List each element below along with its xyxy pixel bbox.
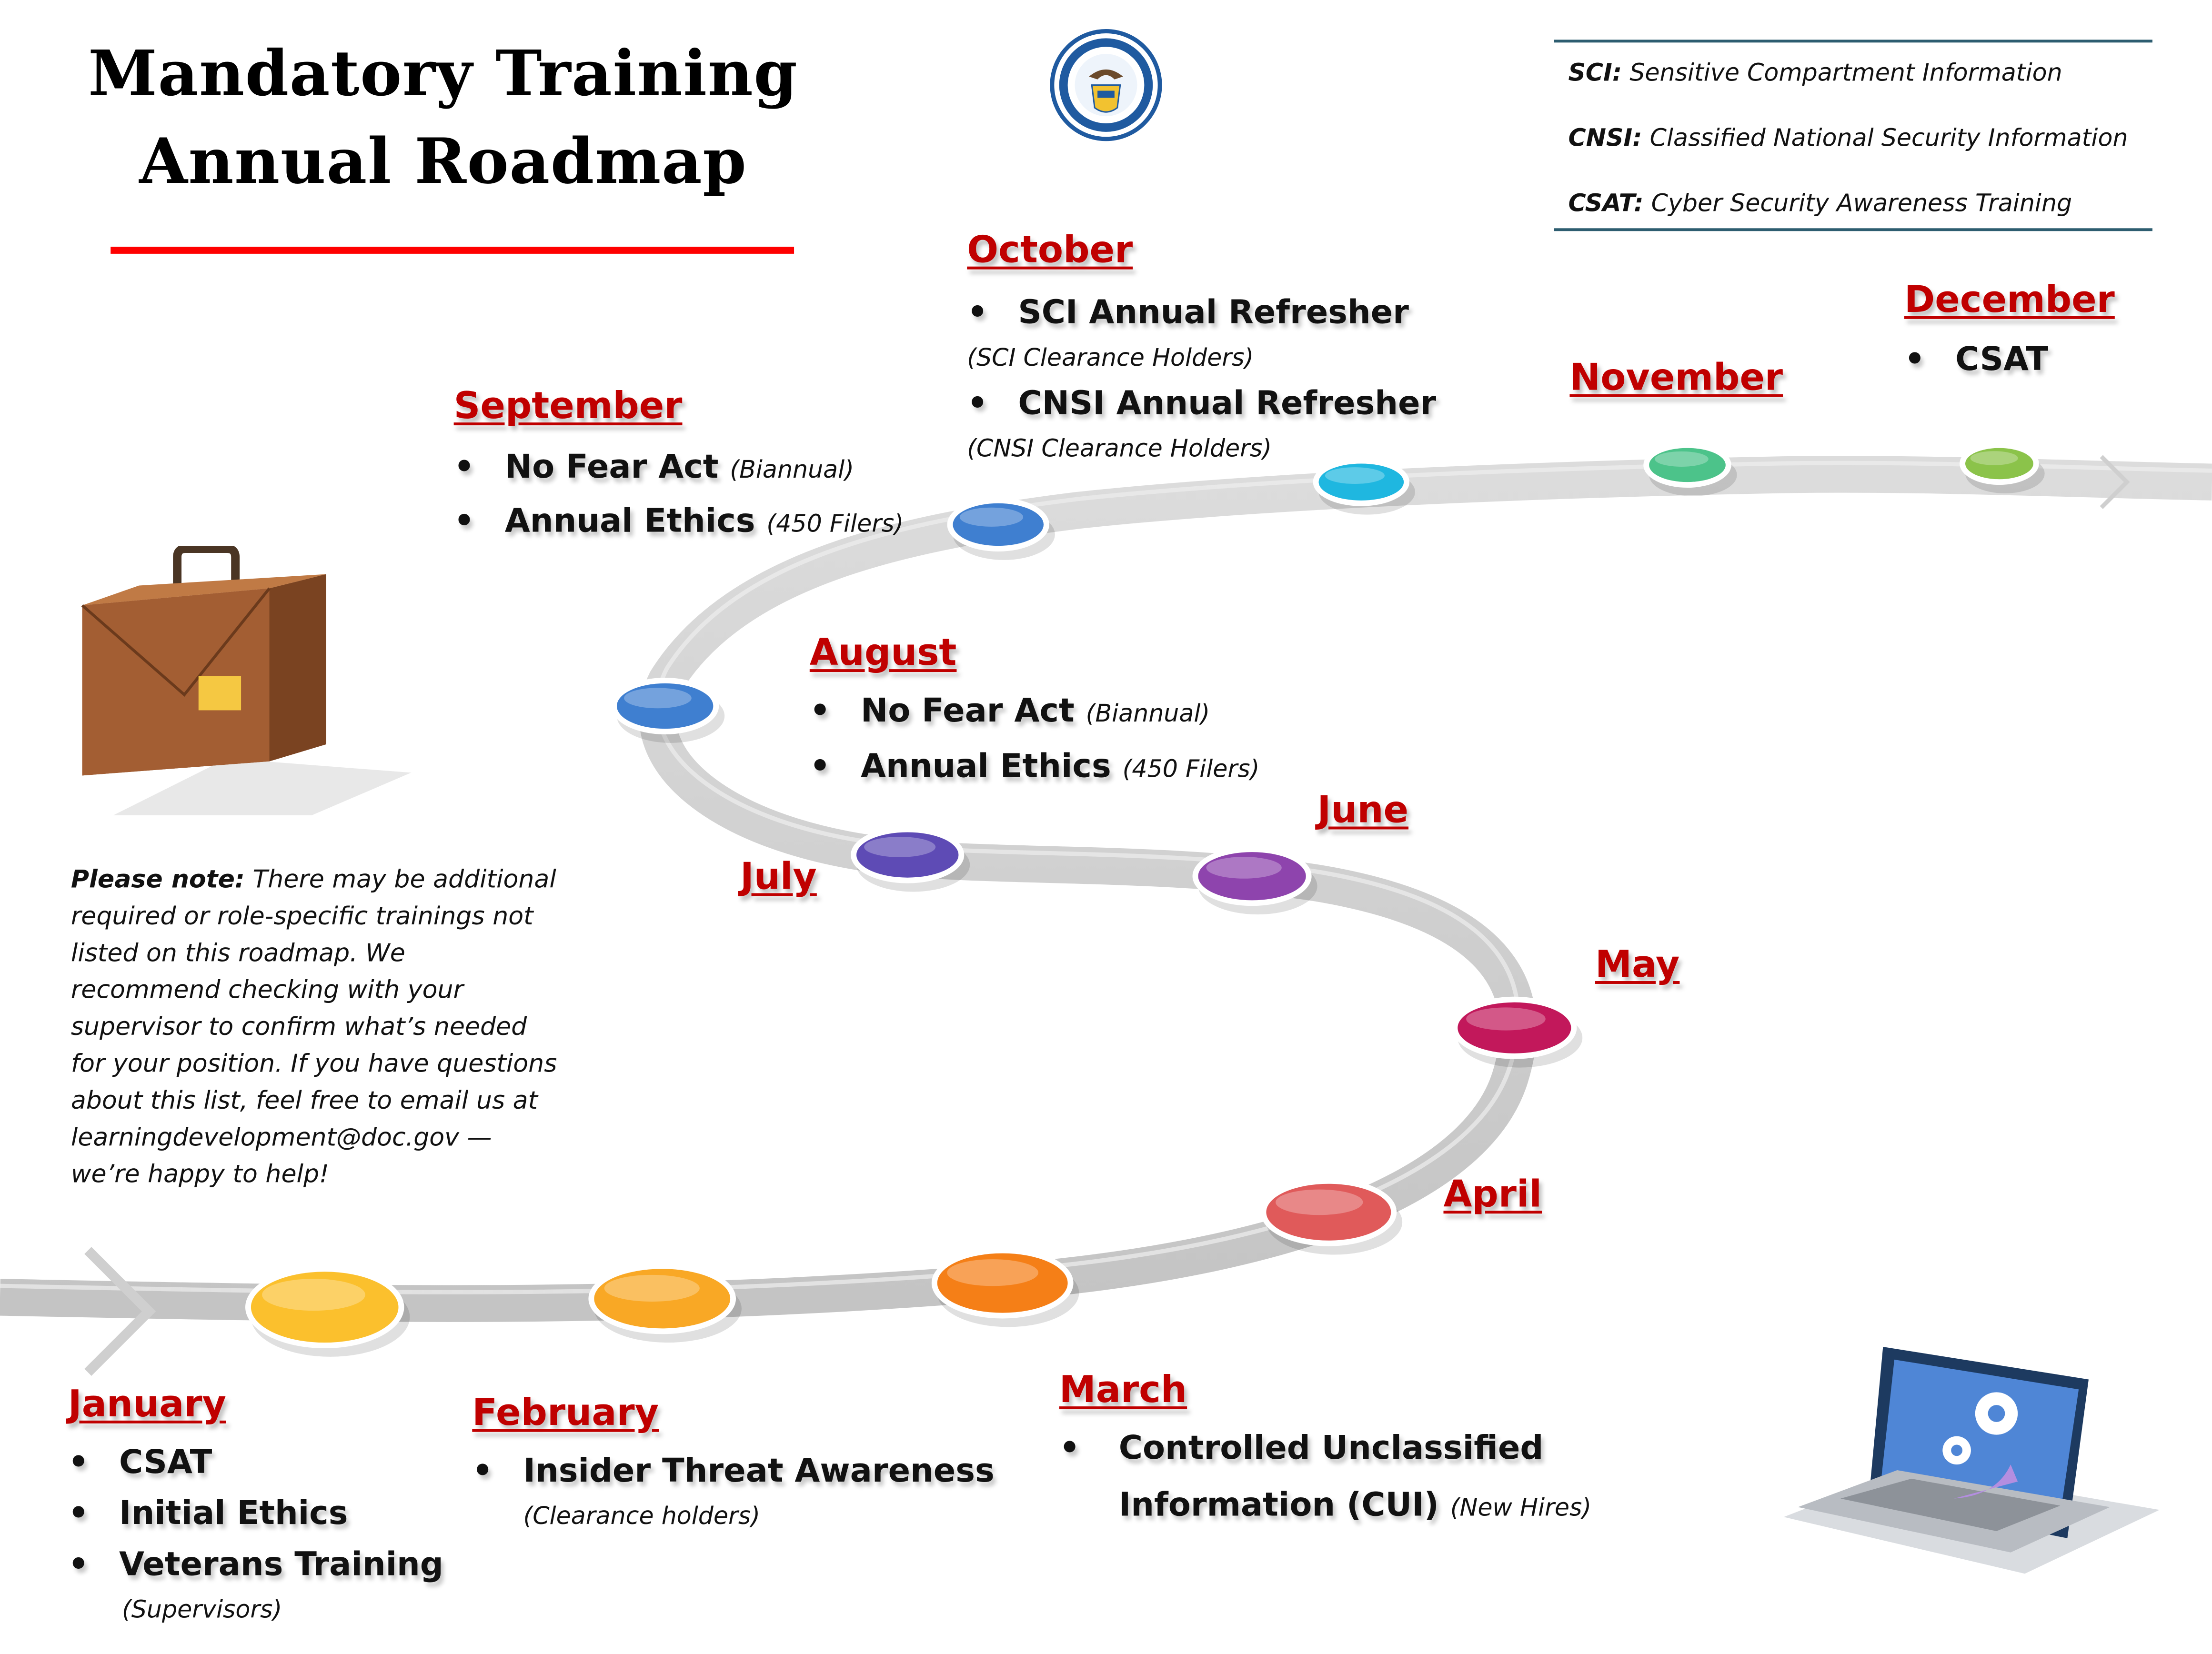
briefcase-icon	[81, 546, 412, 815]
list-item-note: (CNSI Clearance Holders)	[967, 435, 1272, 464]
march-items: •Controlled Unclassified Information (CU…	[1059, 1423, 1591, 1534]
milestone-september	[947, 497, 1055, 560]
milestone-may	[1452, 996, 1583, 1068]
list-item: •Initial Ethics	[68, 1495, 348, 1533]
milestone-february	[588, 1263, 742, 1343]
please-note-text: Please note: There may be additional req…	[70, 866, 557, 1190]
month-label-september: September	[453, 385, 683, 429]
milestone-april	[1260, 1178, 1403, 1255]
list-item: •No Fear Act (Biannual)	[453, 449, 855, 487]
laptop-gears-icon	[1783, 1347, 2160, 1574]
list-item: •Insider Threat Awareness	[472, 1453, 995, 1490]
list-item: •Veterans Training	[68, 1546, 443, 1584]
month-label-january: January	[68, 1383, 227, 1426]
chevron-right-icon	[2100, 455, 2130, 509]
list-item: •CSAT	[68, 1444, 212, 1482]
list-item: •Controlled Unclassified	[1059, 1430, 1544, 1468]
milestone-july	[851, 826, 970, 892]
month-label-november: November	[1569, 357, 1783, 400]
month-label-july: July	[740, 856, 817, 899]
legend-row-csat: CSAT: Cyber Security Awareness Training	[1568, 190, 2072, 219]
month-label-february: February	[472, 1392, 659, 1435]
month-label-may: May	[1595, 944, 1680, 987]
chevron-right-icon	[84, 1247, 156, 1376]
september-items: •No Fear Act (Biannual) •Annual Ethics (…	[454, 442, 904, 550]
milestone-december	[1960, 442, 2045, 493]
january-items: •CSAT •Initial Ethics •Veterans Training…	[68, 1438, 443, 1631]
month-label-august: August	[809, 632, 957, 675]
list-item: •SCI Annual Refresher	[967, 295, 1409, 332]
title-underline	[111, 246, 794, 254]
december-items: •CSAT	[1904, 335, 2048, 386]
month-label-april: April	[1443, 1173, 1542, 1217]
list-item: •Annual Ethics (450 Filers)	[809, 748, 1260, 786]
august-items: •No Fear Act (Biannual) •Annual Ethics (…	[810, 686, 1260, 795]
list-item: •No Fear Act (Biannual)	[809, 693, 1210, 731]
milestone-november	[1643, 442, 1737, 496]
department-of-commerce-seal-icon	[1050, 29, 1162, 141]
list-item-note: (Supervisors)	[122, 1596, 282, 1625]
legend-row-sci: SCI: Sensitive Compartment Information	[1568, 60, 2062, 88]
list-item-note: (Clearance holders)	[523, 1503, 760, 1532]
month-label-december: December	[1904, 279, 2115, 322]
month-label-october: October	[967, 230, 1133, 272]
list-item-note: (SCI Clearance Holders)	[967, 344, 1254, 373]
list-item: •Annual Ethics (450 Filers)	[453, 503, 904, 541]
page-title: Mandatory Training Annual Roadmap	[88, 38, 798, 199]
list-item: •CSAT	[1904, 341, 2049, 379]
october-items: •SCI Annual Refresher (SCI Clearance Hol…	[967, 288, 1436, 469]
milestone-june	[1192, 846, 1317, 915]
list-item: •CNSI Annual Refresher	[967, 385, 1437, 423]
milestone-august	[611, 677, 725, 743]
february-items: •Insider Threat Awareness (Clearance hol…	[472, 1446, 994, 1537]
milestone-october	[1313, 458, 1415, 515]
month-label-june: June	[1317, 790, 1409, 832]
milestone-january	[245, 1266, 410, 1357]
month-label-march: March	[1059, 1369, 1187, 1412]
list-item-continued: Information (CUI) (New Hires)	[1118, 1487, 1592, 1524]
legend-row-cnsi: CNSI: Classified National Security Infor…	[1568, 124, 2128, 153]
abbreviation-legend: SCI: Sensitive Compartment Information C…	[1554, 40, 2152, 231]
milestone-march	[931, 1247, 1079, 1327]
